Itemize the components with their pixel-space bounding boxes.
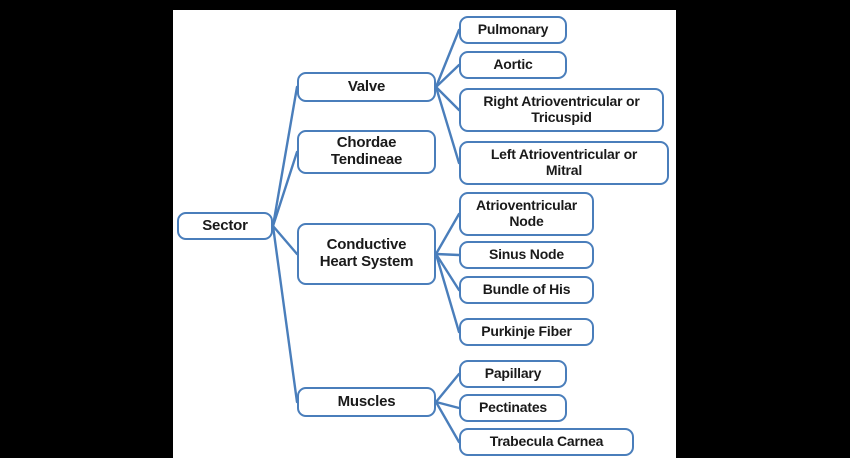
connector-sector-to-chordae: [271, 150, 299, 228]
node-valve[interactable]: Valve: [297, 72, 436, 102]
node-label-purkinje: Purkinje Fiber: [481, 323, 572, 340]
node-label-chordae: Chordae Tendineae: [330, 134, 403, 168]
connector-sector-to-muscles: [271, 224, 299, 404]
connector-conductive-to-purkinje: [434, 252, 461, 334]
connector-valve-to-aortic: [434, 63, 461, 89]
node-label-av-node: Atrioventricular Node: [475, 197, 578, 229]
connector-sector-to-conductive: [271, 224, 299, 256]
connector-valve-to-mitral: [434, 85, 461, 165]
connector-conductive-to-bundle-his: [434, 252, 461, 292]
connector-valve-to-pulmonary: [434, 28, 461, 89]
node-chordae[interactable]: Chordae Tendineae: [297, 130, 436, 174]
node-purkinje[interactable]: Purkinje Fiber: [459, 318, 594, 346]
node-trabecula[interactable]: Trabecula Carnea: [459, 428, 634, 456]
connector-muscles-to-papillary: [434, 372, 461, 404]
node-label-papillary: Papillary: [484, 365, 542, 382]
connector-valve-to-tricuspid: [434, 85, 461, 112]
node-sinus-node[interactable]: Sinus Node: [459, 241, 594, 269]
node-label-sinus-node: Sinus Node: [488, 246, 564, 263]
node-label-mitral: Left Atrioventricular or Mitral: [490, 146, 638, 178]
connector-sector-to-valve: [271, 85, 299, 228]
node-label-muscles: Muscles: [337, 392, 396, 410]
node-label-sector: Sector: [202, 216, 248, 234]
node-label-conductive: Conductive Heart System: [319, 236, 414, 270]
node-label-valve: Valve: [347, 77, 386, 95]
node-label-pectinates: Pectinates: [478, 399, 548, 416]
connector-conductive-to-av-node: [434, 212, 461, 256]
node-pectinates[interactable]: Pectinates: [459, 394, 567, 422]
connector-muscles-to-pectinates: [434, 400, 461, 410]
node-label-trabecula: Trabecula Carnea: [489, 433, 604, 450]
tree-connectors: [271, 28, 461, 444]
node-label-bundle-his: Bundle of His: [482, 281, 571, 298]
node-label-tricuspid: Right Atrioventricular or Tricuspid: [483, 93, 640, 125]
node-aortic[interactable]: Aortic: [459, 51, 567, 79]
node-sector[interactable]: Sector: [177, 212, 273, 240]
node-bundle-his[interactable]: Bundle of His: [459, 276, 594, 304]
node-mitral[interactable]: Left Atrioventricular or Mitral: [459, 141, 669, 185]
node-label-aortic: Aortic: [493, 56, 533, 73]
node-tricuspid[interactable]: Right Atrioventricular or Tricuspid: [459, 88, 664, 132]
connector-conductive-to-sinus-node: [434, 252, 461, 257]
node-av-node[interactable]: Atrioventricular Node: [459, 192, 594, 236]
node-muscles[interactable]: Muscles: [297, 387, 436, 417]
connector-muscles-to-trabecula: [434, 400, 461, 444]
node-conductive[interactable]: Conductive Heart System: [297, 223, 436, 285]
node-papillary[interactable]: Papillary: [459, 360, 567, 388]
node-label-pulmonary: Pulmonary: [477, 21, 549, 38]
node-pulmonary[interactable]: Pulmonary: [459, 16, 567, 44]
